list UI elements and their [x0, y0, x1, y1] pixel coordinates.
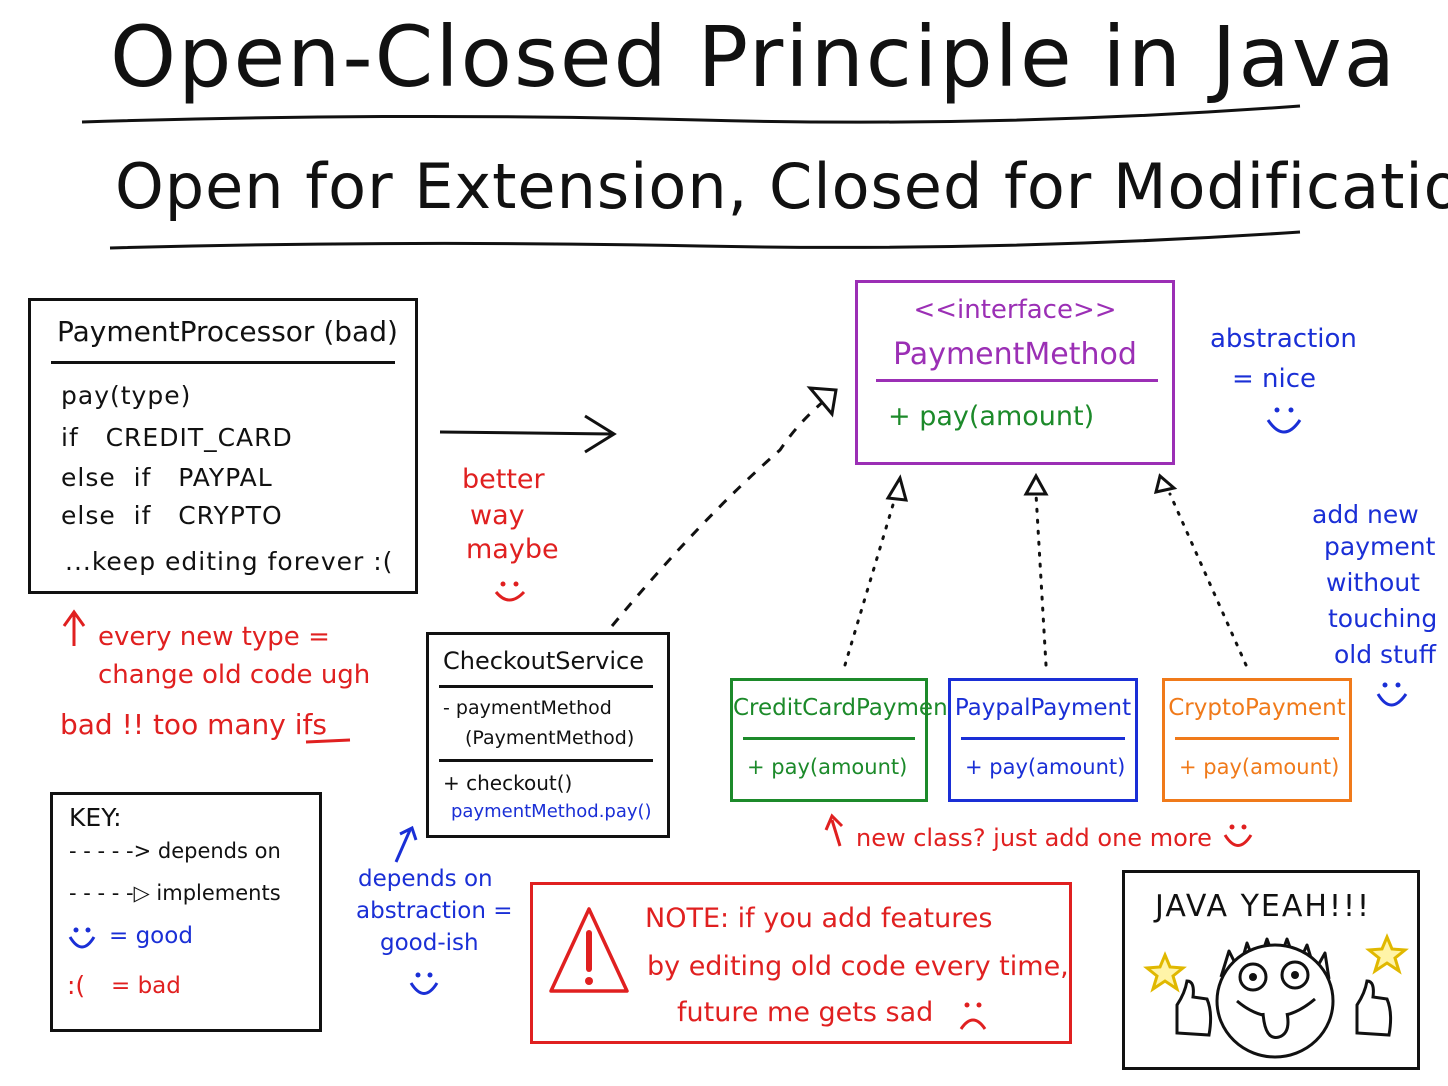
depends-arrow — [610, 394, 831, 627]
checkout-divider — [439, 685, 653, 688]
key-implements: - - - - -▷ implements — [69, 881, 281, 905]
warning-note-box: NOTE: if you add features by editing old… — [530, 882, 1072, 1044]
page-title: Open-Closed Principle in Java — [110, 8, 1398, 106]
implements-arrow-crypto — [1168, 492, 1248, 667]
impl-name: CryptoPayment — [1168, 695, 1346, 721]
page-subtitle: Open for Extension, Closed for Modificat… — [115, 150, 1448, 223]
smiley-icon — [1266, 407, 1302, 434]
depends-note: good-ish — [380, 930, 479, 956]
bad-box-line: if CREDIT_CARD — [61, 423, 293, 452]
bad-box-line: else if PAYPAL — [61, 463, 273, 492]
impl-divider — [961, 737, 1125, 740]
extend-note: payment — [1324, 532, 1436, 561]
credit-card-payment-box: CreditCardPayment + pay(amount) — [730, 678, 957, 802]
key-bad: = bad — [111, 973, 181, 999]
abstraction-note: abstraction — [1210, 324, 1357, 354]
key-bad-symbol: :( — [67, 971, 86, 1000]
impl-method: + pay(amount) — [747, 755, 908, 779]
title-underline — [81, 104, 1301, 124]
better-way-note: better — [462, 464, 545, 495]
sad-face-icon — [959, 1002, 987, 1030]
paypal-payment-box: PaypalPayment + pay(amount) — [948, 678, 1138, 802]
warning-icon — [549, 907, 629, 993]
key-good: = good — [109, 923, 193, 949]
bad-box-line: pay(type) — [61, 381, 192, 410]
impl-method: + pay(amount) — [965, 755, 1126, 779]
smiley-icon — [409, 972, 439, 995]
checkout-field: - paymentMethod (PaymentMethod) — [443, 693, 634, 753]
smiley-icon — [1223, 824, 1253, 847]
extend-note: old stuff — [1334, 640, 1436, 669]
payment-processor-bad-box: PaymentProcessor (bad) pay(type) if CRED… — [28, 298, 418, 594]
smiley-icon — [1376, 682, 1408, 707]
java-yeah-text: JAVA YEAH!!! — [1155, 889, 1372, 924]
checkout-name: CheckoutService — [443, 647, 644, 675]
smiley-icon — [494, 581, 526, 602]
abstraction-note: = nice — [1232, 364, 1317, 394]
bad-box-header: PaymentProcessor (bad) — [57, 315, 398, 348]
key-depends: - - - - -> depends on — [69, 839, 281, 863]
implements-arrow-paypal — [1034, 492, 1048, 667]
better-way-note: way — [470, 500, 525, 531]
interface-method: + pay(amount) — [888, 401, 1095, 432]
checkout-method: + checkout() — [443, 771, 573, 795]
checkout-field-name: - paymentMethod — [443, 697, 612, 719]
bad-box-line: ...keep editing forever :( — [65, 547, 394, 576]
key-title: KEY: — [69, 803, 122, 832]
new-class-note: new class? just add one more — [856, 824, 1212, 852]
key-legend-box: KEY: - - - - -> depends on - - - - -▷ im… — [50, 792, 322, 1032]
checkout-service-box: CheckoutService - paymentMethod (Payment… — [426, 632, 670, 838]
checkout-call: paymentMethod.pay() — [451, 801, 652, 822]
happy-monster-icon — [1143, 933, 1409, 1059]
checkout-divider — [439, 759, 653, 762]
better-arrow — [439, 430, 613, 436]
bad-note-line: change old code ugh — [98, 660, 371, 690]
better-way-note: maybe — [466, 534, 559, 565]
crypto-payment-box: CryptoPayment + pay(amount) — [1162, 678, 1352, 802]
interface-name: PaymentMethod — [893, 337, 1137, 372]
checkout-field-type: (PaymentMethod) — [465, 727, 635, 749]
extend-note: touching — [1328, 604, 1438, 633]
impl-name: CreditCardPayment — [733, 695, 957, 721]
impl-name: PaypalPayment — [954, 695, 1132, 721]
extend-note: without — [1326, 568, 1420, 597]
interface-divider — [876, 379, 1158, 382]
warning-line: future me gets sad — [677, 997, 934, 1028]
warning-line: NOTE: if you add features — [645, 903, 993, 934]
bad-note-line: every new type = — [98, 622, 330, 652]
impl-method: + pay(amount) — [1179, 755, 1340, 779]
payment-method-interface-box: <<interface>> PaymentMethod + pay(amount… — [855, 280, 1175, 465]
java-yeah-box: JAVA YEAH!!! — [1122, 870, 1420, 1070]
depends-note: depends on — [358, 866, 493, 892]
implements-arrow-credit — [843, 486, 900, 667]
bad-box-line: else if CRYPTO — [61, 501, 283, 530]
interface-stereotype: <<interface>> — [913, 295, 1117, 325]
bad-box-divider — [51, 361, 395, 364]
smiley-icon — [68, 927, 96, 949]
impl-divider — [1175, 737, 1339, 740]
extend-note: add new — [1312, 500, 1419, 529]
depends-note: abstraction = — [356, 898, 513, 924]
subtitle-underline — [109, 230, 1301, 250]
impl-divider — [743, 737, 915, 740]
bad-note-line: bad !! too many ifs — [60, 708, 327, 741]
warning-line: by editing old code every time, — [647, 951, 1069, 982]
